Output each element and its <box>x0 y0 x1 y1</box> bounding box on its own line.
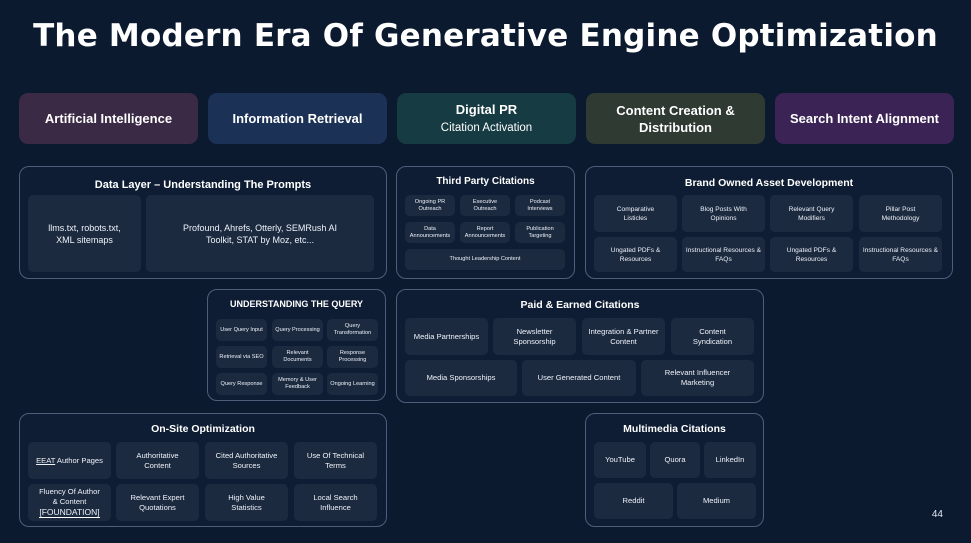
multimedia-cell: Quora <box>650 442 700 478</box>
panel-title: Third Party Citations <box>436 176 535 187</box>
brand-cell: Pillar Post Methodology <box>859 195 942 232</box>
panel-title: UNDERSTANDING THE QUERY <box>229 299 363 309</box>
tp-cell: Data Announcements <box>405 222 455 243</box>
eeat-rest: Author Pages <box>55 455 103 465</box>
multimedia-cell: LinkedIn <box>704 442 756 478</box>
paid-cell: Newsletter Sponsorship <box>493 318 576 355</box>
multimedia-cell: Reddit <box>594 483 673 519</box>
pillar-sublabel: Citation Activation <box>440 121 533 134</box>
multimedia-cell: YouTube <box>594 442 646 478</box>
panel-brand-owned-assets: Brand Owned Asset Development Comparativ… <box>585 166 953 279</box>
paid-cell: User Generated Content <box>522 360 636 396</box>
panel-multimedia-citations: Multimedia Citations YouTube Quora Linke… <box>585 413 764 527</box>
query-cell: Ongoing Learning <box>327 373 378 395</box>
brand-cell: Ungated PDFs & Resources <box>594 237 677 272</box>
tp-cell: Thought Leadership Content <box>405 249 565 270</box>
query-cell: Query Processing <box>272 319 323 341</box>
panel-title: Multimedia Citations <box>623 423 726 435</box>
brand-cell: Comparative Listicles <box>594 195 677 232</box>
panel-title: Paid & Earned Citations <box>520 299 640 311</box>
paid-cell: Content Syndication <box>671 318 754 355</box>
query-cell: Query Response <box>216 373 267 395</box>
pillar-content-creation: Content Creation & Distribution <box>586 93 765 144</box>
query-cell: Query Transformation <box>327 319 378 341</box>
brand-cell: Relevant Query Modifiers <box>770 195 853 232</box>
pillar-label: Content Creation & Distribution <box>616 102 735 135</box>
brand-cell: Ungated PDFs & Resources <box>770 237 853 272</box>
multimedia-cell: Medium <box>677 483 756 519</box>
onsite-cell: High Value Statistics <box>205 484 288 521</box>
brand-cell: Blog Posts With Opinions <box>682 195 765 232</box>
query-cell: Retrieval via SEO <box>216 346 267 368</box>
panel-title: Brand Owned Asset Development <box>684 177 854 189</box>
paid-cell: Relevant Influencer Marketing <box>641 360 754 396</box>
onsite-cell: Authoritative Content <box>116 442 199 479</box>
panel-on-site-optimization: On-Site Optimization EEAT Author Pages A… <box>19 413 387 527</box>
onsite-cell: Use Of Technical Terms <box>294 442 377 479</box>
fluency-label: Fluency Of Author & Content <box>39 487 100 506</box>
data-layer-files: llms.txt, robots.txt, XML sitemaps <box>28 195 141 272</box>
query-cell: Response Processing <box>327 346 378 368</box>
tp-cell: Publication Targeting <box>515 222 565 243</box>
onsite-eeat-cell: EEAT Author Pages <box>28 442 111 479</box>
pillar-label: Digital PR <box>455 101 518 117</box>
paid-cell: Media Partnerships <box>405 318 488 355</box>
panel-paid-earned-citations: Paid & Earned Citations Media Partnershi… <box>396 289 764 403</box>
page-title: The Modern Era Of Generative Engine Opti… <box>33 18 938 54</box>
page-number: 44 <box>931 509 943 520</box>
panel-data-layer: Data Layer – Understanding The Prompts l… <box>19 166 387 279</box>
panel-understanding-query: UNDERSTANDING THE QUERY User Query Input… <box>207 289 386 401</box>
onsite-cell: Cited Authoritative Sources <box>205 442 288 479</box>
tp-cell: Podcast Interviews <box>515 195 565 216</box>
panel-title: Data Layer – Understanding The Prompts <box>94 179 312 191</box>
query-cell: Relevant Documents <box>272 346 323 368</box>
data-layer-tools: Profound, Ahrefs, Otterly, SEMRush AI To… <box>146 195 374 272</box>
pillar-information-retrieval: Information Retrieval <box>208 93 387 144</box>
paid-cell: Integration & Partner Content <box>582 318 665 355</box>
query-cell: User Query Input <box>216 319 267 341</box>
onsite-cell: Local Search Influence <box>294 484 377 521</box>
pillar-label: Search Intent Alignment <box>789 111 940 126</box>
pillar-digital-pr: Digital PR Citation Activation <box>397 93 576 144</box>
pillar-label: Information Retrieval <box>232 111 363 126</box>
panel-title: On-Site Optimization <box>151 423 255 435</box>
panel-third-party-citations: Third Party Citations Ongoing PR Outreac… <box>396 166 575 279</box>
pillar-label: Artificial Intelligence <box>44 111 173 126</box>
brand-cell: Instructional Resources & FAQs <box>859 237 942 272</box>
tp-cell: Report Announcements <box>460 222 510 243</box>
pillar-search-intent: Search Intent Alignment <box>775 93 954 144</box>
tp-cell: Ongoing PR Outreach <box>405 195 455 216</box>
brand-cell: Instructional Resources & FAQs <box>682 237 765 272</box>
pillar-artificial-intelligence: Artificial Intelligence <box>19 93 198 144</box>
paid-cell: Media Sponsorships <box>405 360 517 396</box>
onsite-cell: Relevant Expert Quotations <box>116 484 199 521</box>
onsite-fluency-cell: Fluency Of Author & Content [FOUNDATION] <box>28 484 111 521</box>
query-cell: Memory & User Feedback <box>272 373 323 395</box>
tp-cell: Executive Outreach <box>460 195 510 216</box>
foundation-tag: [FOUNDATION] <box>39 507 100 518</box>
eeat-abbr: EEAT <box>36 455 56 465</box>
